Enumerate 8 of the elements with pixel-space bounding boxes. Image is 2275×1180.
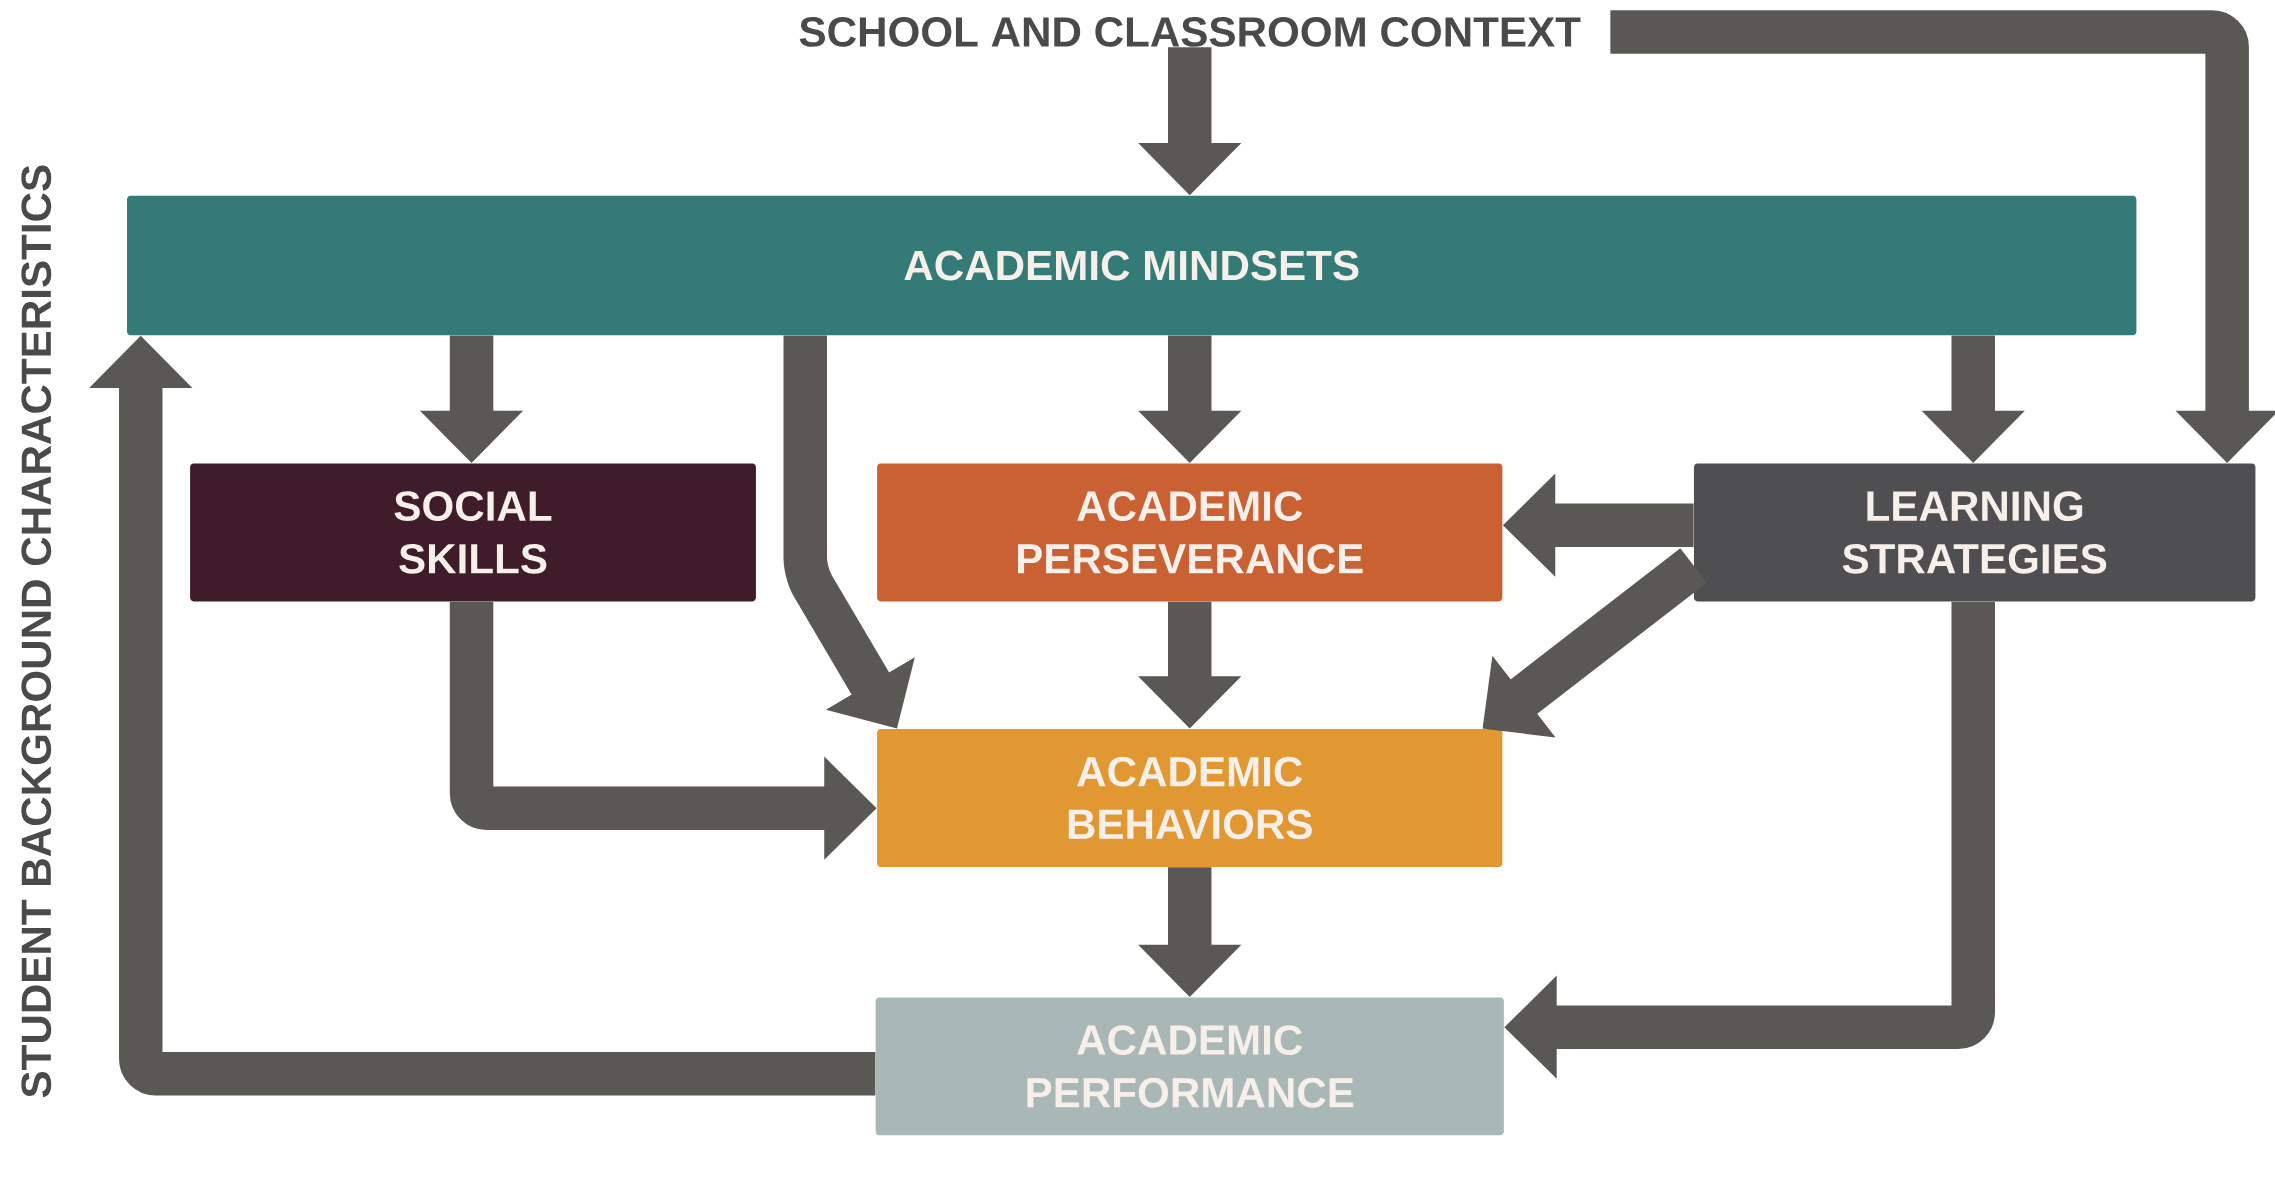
heading-text: SCHOOL AND CLASSROOM CONTEXT (799, 17, 1581, 48)
construct-box: ACADEMIC PERFORMANCE (875, 997, 1504, 1136)
construct-box: ACADEMIC PERSEVERANCE (877, 463, 1503, 602)
construct-box: ACADEMIC MINDSETS (127, 196, 2137, 336)
side-label: STUDENT BACKGROUND CHARACTERISTICS (21, 165, 52, 1098)
construct-box: LEARNING STRATEGIES (1693, 463, 2256, 602)
construct-box: ACADEMIC BEHAVIORS (877, 729, 1503, 868)
construct-box: SOCIAL SKILLS (190, 463, 756, 602)
